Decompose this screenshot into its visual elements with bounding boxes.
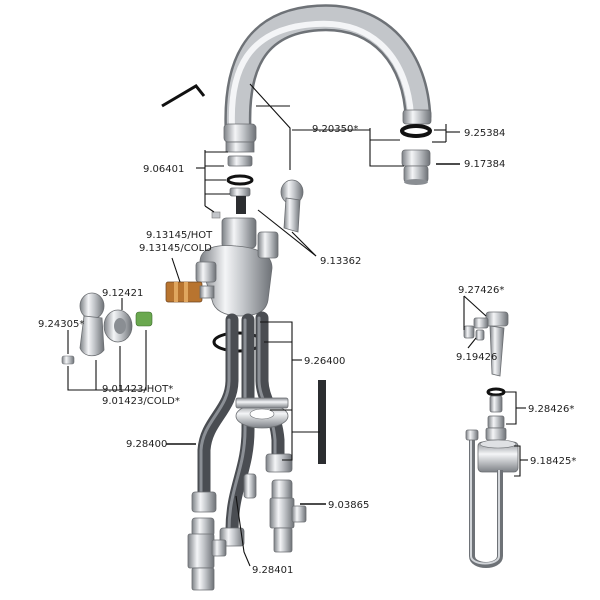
label-spout-body: 9.20350* [312, 124, 358, 135]
spout-oring-icon [400, 124, 432, 138]
connector-icon [187, 517, 227, 591]
set-screw-icon [61, 355, 75, 365]
label-spout-rings: 9.06401 [143, 164, 184, 175]
label-bonnet-nut: 9.12421 [102, 288, 143, 299]
label-sprayer-hose-assembly: 9.18425* [530, 456, 576, 467]
coupling-icon [243, 473, 257, 499]
label-cartridge-cold: 9.13145/COLD [139, 243, 212, 254]
label-supply-hoses: 9.26400 [304, 356, 345, 367]
faucet-body-icon [195, 217, 279, 317]
bonnet-nut-icon [103, 309, 153, 343]
label-cartridge-hot: 9.13145/HOT [146, 230, 213, 241]
label-aerator: 9.17384 [464, 159, 505, 170]
cartridge-icon [165, 281, 215, 303]
label-lever-handle-left-cold: 9.01423/COLD* [102, 396, 180, 407]
label-connector: 9.28401 [252, 565, 293, 576]
wrench-icon [161, 84, 206, 108]
label-spout-oring: 9.25384 [464, 128, 505, 139]
aerator-icon [401, 149, 431, 185]
shank-rod-icon [318, 380, 326, 464]
label-lever-handle-left-hot: 9.01423/HOT* [102, 384, 173, 395]
label-sprayer-clip: 9.19426 [456, 352, 497, 363]
mounting-hardware-icon [235, 397, 289, 429]
faucet-spout-icon [223, 4, 432, 153]
label-set-screw: 9.24305* [38, 319, 84, 330]
label-lever-handle-right: 9.13362 [320, 256, 361, 267]
side-sprayer-icon [463, 311, 519, 568]
label-mounting-hardware: 9.28400 [126, 439, 167, 450]
lever-handle-right-icon [280, 179, 304, 233]
spout-rings-icon [211, 155, 254, 219]
lever-handle-left-icon [79, 292, 105, 357]
check-valve-icon [269, 479, 307, 553]
leader-lines [67, 83, 528, 567]
label-check-valve: 9.03865 [328, 500, 369, 511]
label-sprayer-base: 9.28426* [528, 404, 574, 415]
label-sprayer-head: 9.27426* [458, 285, 504, 296]
part-labels: 9.20350* 9.25384 9.17384 9.06401 9.13362… [38, 124, 576, 576]
